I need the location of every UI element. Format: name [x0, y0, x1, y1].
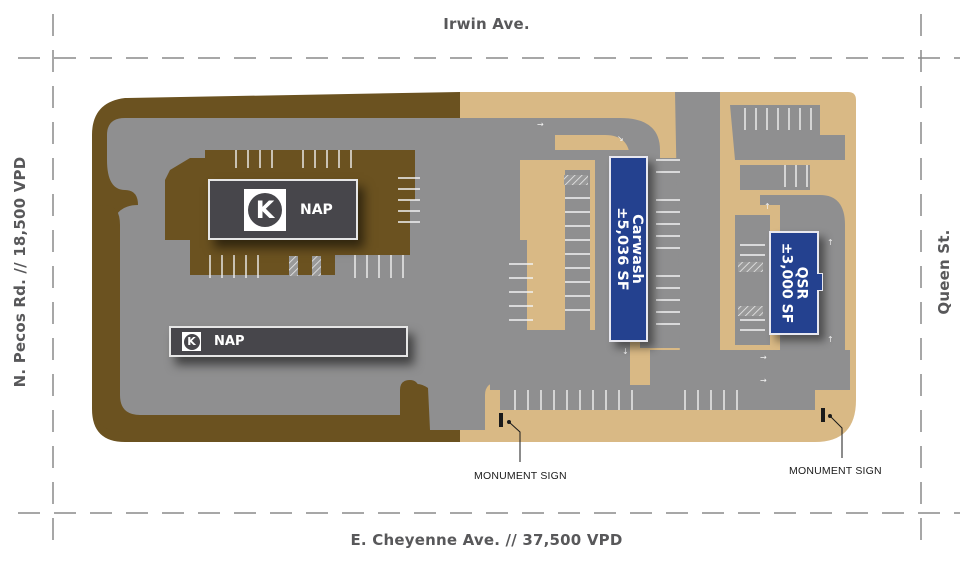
svg-text:→: → — [760, 353, 767, 362]
building-label: QSR — [793, 266, 810, 300]
building-nap-circle-k-canopy: K NAP — [169, 326, 408, 357]
svg-text:→: → — [760, 376, 767, 385]
svg-text:↑: ↑ — [827, 335, 834, 344]
street-label-irwin-ave: Irwin Ave. — [443, 15, 530, 33]
svg-text:↑: ↑ — [764, 202, 771, 211]
street-label-pecos-rd: N. Pecos Rd. // 18,500 VPD — [11, 156, 29, 388]
svg-text:↘: ↘ — [617, 134, 624, 143]
monument-sign-markers — [499, 408, 843, 462]
property-boundary-lines — [18, 14, 960, 548]
street-label-queen-st: Queen St. — [935, 229, 953, 315]
drive-thru-window — [817, 273, 823, 291]
monument-sign-label: MONUMENT SIGN — [474, 470, 567, 482]
svg-text:→: → — [537, 120, 544, 129]
traffic-arrows: → ↘ ↓ ↑ ↑ ↑ → → — [537, 120, 834, 385]
building-label: Carwash — [628, 214, 645, 284]
building-carwash: Carwash ±5,036 SF — [609, 156, 648, 342]
building-label: NAP — [300, 201, 333, 218]
monument-sign-label: MONUMENT SIGN — [789, 465, 882, 477]
circle-k-logo-icon: K — [244, 188, 286, 231]
svg-text:↓: ↓ — [622, 347, 629, 356]
svg-text:↑: ↑ — [827, 238, 834, 247]
building-qsr: QSR ±3,000 SF — [769, 231, 823, 335]
accessible-parking-stalls — [289, 175, 763, 316]
circle-k-logo-icon: K — [182, 332, 201, 351]
building-label: NAP — [214, 334, 245, 349]
building-size: ±5,036 SF — [613, 207, 630, 291]
building-nap-circle-k: K NAP — [208, 179, 358, 240]
street-label-cheyenne-ave: E. Cheyenne Ave. // 37,500 VPD — [350, 531, 623, 549]
building-size: ±3,000 SF — [779, 242, 795, 324]
parking-stripes — [209, 108, 812, 410]
